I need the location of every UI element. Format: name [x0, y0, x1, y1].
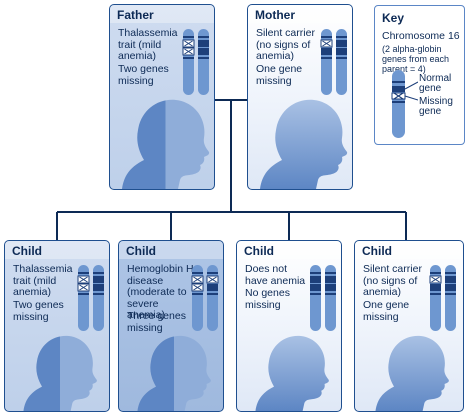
- condition-description: Does not have anemia: [245, 263, 306, 287]
- chromosome-pair-icon: [77, 265, 104, 331]
- chromosome-pair-icon: [182, 29, 209, 95]
- genes-missing-text: One gene missing: [256, 63, 303, 87]
- chromosome-pair-icon: [320, 29, 347, 95]
- key-chromosome-icon: [391, 70, 418, 138]
- mother-card: Mother Silent carrier (no signs of anemi…: [247, 4, 353, 190]
- card-title: Mother: [255, 8, 295, 22]
- chromosome-pair-icon: [310, 265, 336, 331]
- head-silhouette-icon: [137, 335, 211, 411]
- card-title: Child: [126, 244, 156, 258]
- head-silhouette-icon: [260, 99, 348, 189]
- card-title: Child: [362, 244, 392, 258]
- head-silhouette-icon: [375, 335, 449, 411]
- chromosome-pair-icon: [191, 265, 219, 331]
- genes-missing-text: Three genes missing: [127, 310, 186, 334]
- child-card-2: Child Hemoglobin H disease (moderate to …: [118, 240, 224, 412]
- head-silhouette-icon: [23, 335, 97, 411]
- child-card-3: Child Does not have anemia No genes miss…: [236, 240, 342, 412]
- card-title: Child: [12, 244, 42, 258]
- father-card: Father Thalassemia trait (mild anemia) T…: [109, 4, 215, 190]
- condition-description: Thalassemia trait (mild anemia): [118, 27, 178, 62]
- key-title: Key: [382, 11, 405, 25]
- condition-description: Silent carrier (no signs of anemia): [256, 27, 315, 62]
- key-description: (2 alpha-globin genes from each parent =…: [382, 44, 450, 74]
- child-card-4: Child Silent carrier (no signs of anemia…: [354, 240, 464, 412]
- card-title: Father: [117, 8, 154, 22]
- card-title: Child: [244, 244, 274, 258]
- genes-missing-text: Two genes missing: [118, 63, 169, 87]
- chromosome-pair-icon: [429, 265, 456, 331]
- key-subtitle: Chromosome 16: [382, 30, 460, 42]
- condition-description: Thalassemia trait (mild anemia): [13, 263, 73, 298]
- condition-description: Silent carrier (no signs of anemia): [363, 263, 422, 298]
- genes-missing-text: Two genes missing: [13, 299, 64, 323]
- condition-description: Hemoglobin H disease (moderate to severe…: [127, 263, 194, 321]
- head-silhouette-icon: [122, 99, 210, 189]
- key-legend: Key Chromosome 16 (2 alpha-globin genes …: [374, 5, 465, 145]
- child-card-1: Child Thalassemia trait (mild anemia) Tw…: [4, 240, 110, 412]
- genes-missing-text: One gene missing: [363, 299, 410, 323]
- key-missing-label: Missing gene: [419, 96, 453, 117]
- key-normal-label: Normal gene: [419, 73, 452, 94]
- head-silhouette-icon: [255, 335, 329, 411]
- genes-missing-text: No genes missing: [245, 287, 290, 311]
